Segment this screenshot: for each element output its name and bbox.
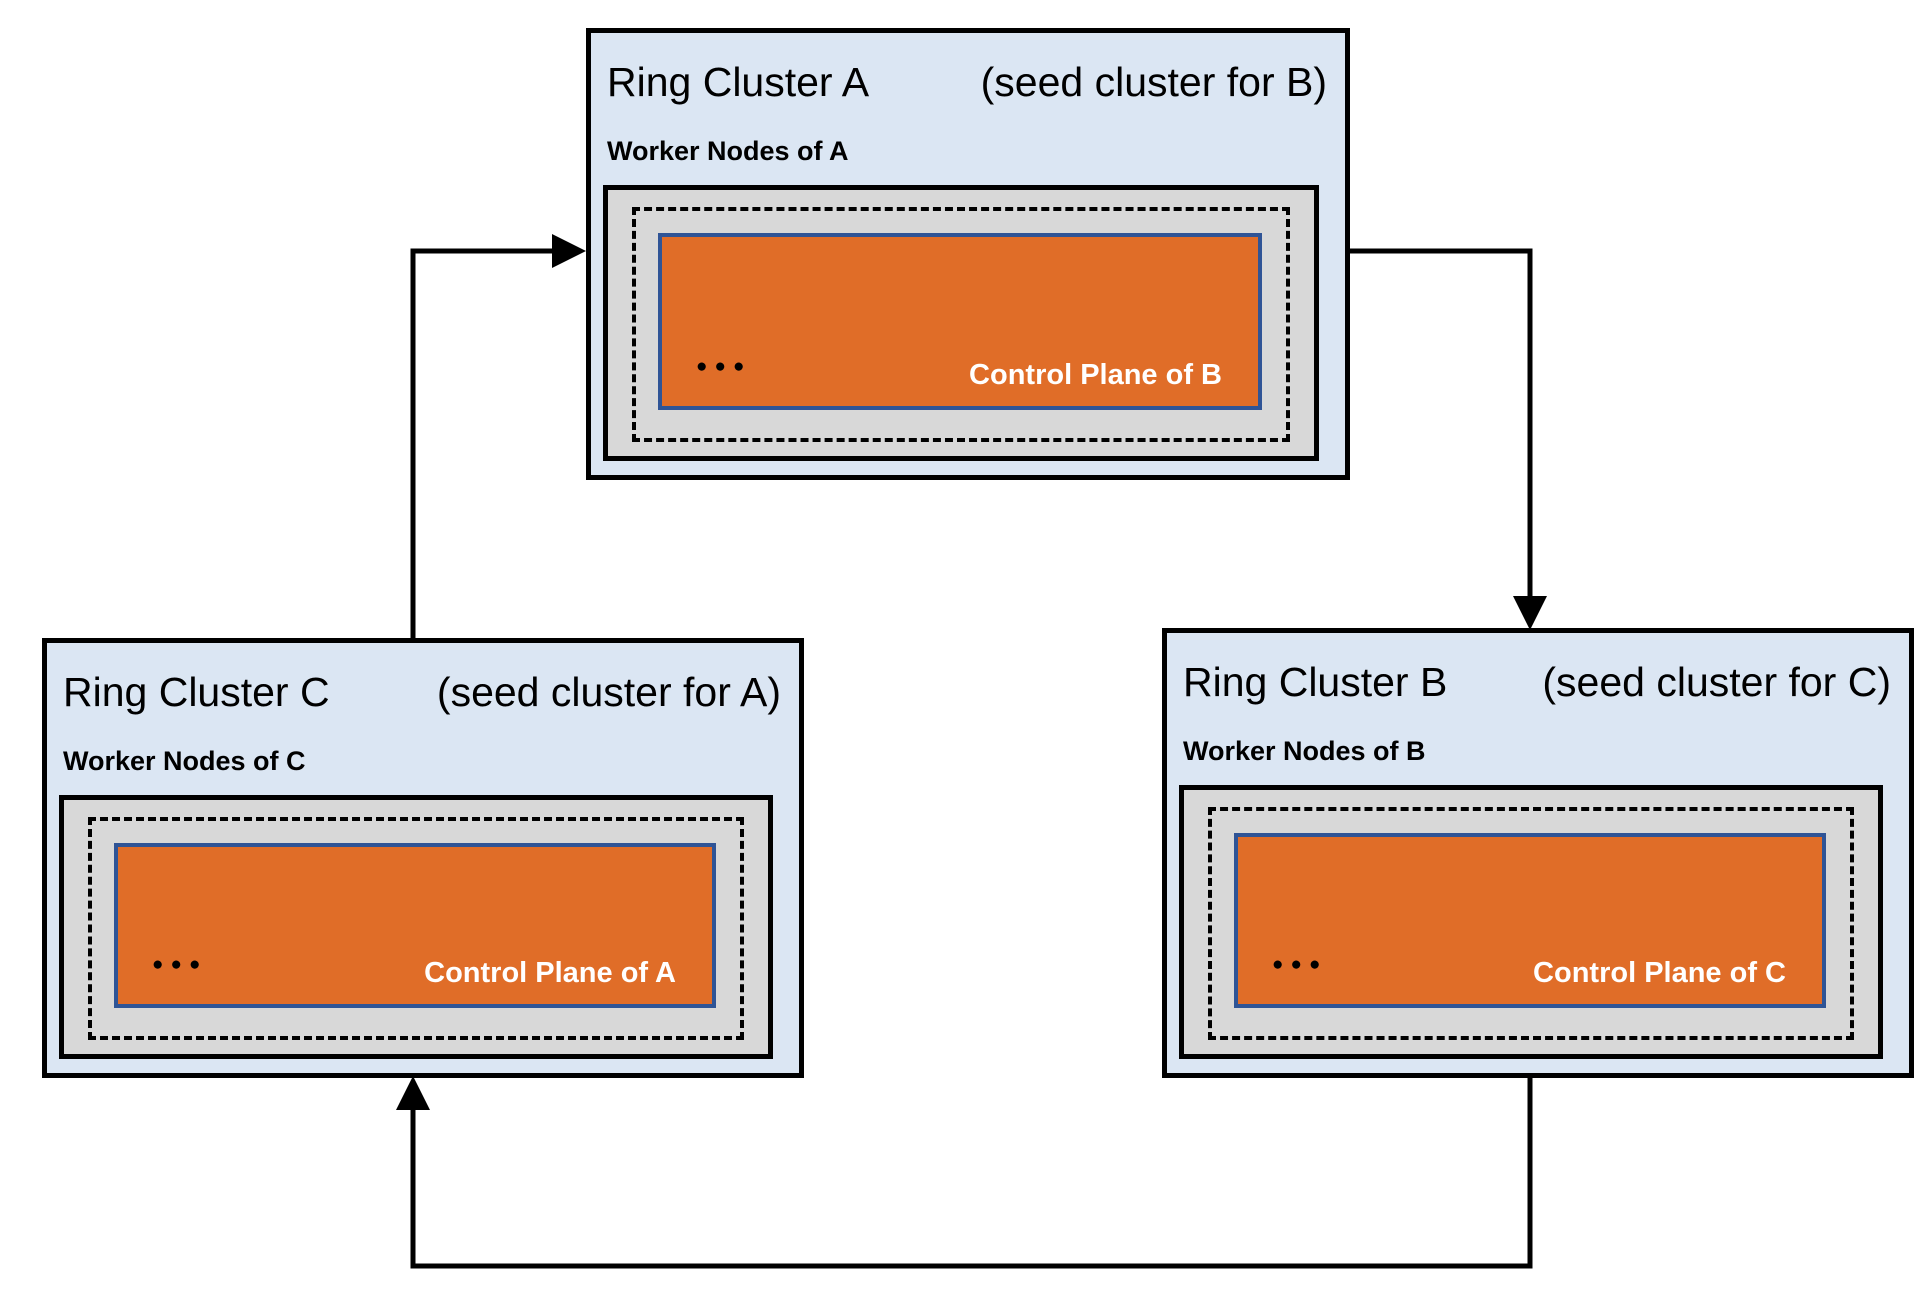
ellipsis-dots-icon: ●●● [1272,954,1328,975]
ellipsis-dots-icon: ●●● [152,954,208,975]
cluster-c-dashed-box: ●●● Control Plane of A [88,817,744,1040]
cluster-b-dashed-box: ●●● Control Plane of C [1208,807,1854,1040]
cluster-b: Ring Cluster B (seed cluster for C) Work… [1162,628,1914,1078]
cluster-a: Ring Cluster A (seed cluster for B) Work… [586,28,1350,480]
cluster-b-worker-box: ●●● Control Plane of C [1179,785,1883,1059]
arrow-b-to-c [410,1076,1533,1269]
cluster-c-header: Ring Cluster C (seed cluster for A) [47,643,799,716]
cluster-a-worker-box: ●●● Control Plane of B [603,185,1319,461]
cluster-b-title: Ring Cluster B [1183,659,1448,705]
cluster-c-control-plane-box: ●●● Control Plane of A [114,843,716,1008]
cluster-b-worker-label: Worker Nodes of B [1183,736,1426,767]
cluster-a-control-plane-label: Control Plane of B [969,359,1222,391]
cluster-c-worker-label: Worker Nodes of C [63,746,306,777]
cluster-c-control-plane-label: Control Plane of A [424,957,676,989]
arrowhead-into-c [396,1076,430,1110]
cluster-b-header: Ring Cluster B (seed cluster for C) [1167,633,1909,706]
ellipsis-dots-icon: ●●● [696,356,752,377]
cluster-a-dashed-box: ●●● Control Plane of B [632,207,1290,442]
cluster-b-control-plane-label: Control Plane of C [1533,957,1786,989]
cluster-c-subtitle: (seed cluster for A) [436,669,781,715]
cluster-c: Ring Cluster C (seed cluster for A) Work… [42,638,804,1078]
cluster-c-title: Ring Cluster C [63,669,330,715]
cluster-c-worker-box: ●●● Control Plane of A [59,795,773,1059]
cluster-a-worker-label: Worker Nodes of A [607,136,849,167]
arrowhead-into-a [552,234,586,268]
cluster-b-control-plane-box: ●●● Control Plane of C [1234,833,1826,1008]
cluster-a-title: Ring Cluster A [607,59,870,105]
cluster-b-subtitle: (seed cluster for C) [1542,659,1891,705]
arrow-a-to-b [1350,248,1533,598]
cluster-a-header: Ring Cluster A (seed cluster for B) [591,33,1345,106]
cluster-a-control-plane-box: ●●● Control Plane of B [658,233,1262,410]
arrow-c-to-a [410,248,554,640]
cluster-a-subtitle: (seed cluster for B) [980,59,1327,105]
arrowhead-into-b [1513,596,1547,630]
